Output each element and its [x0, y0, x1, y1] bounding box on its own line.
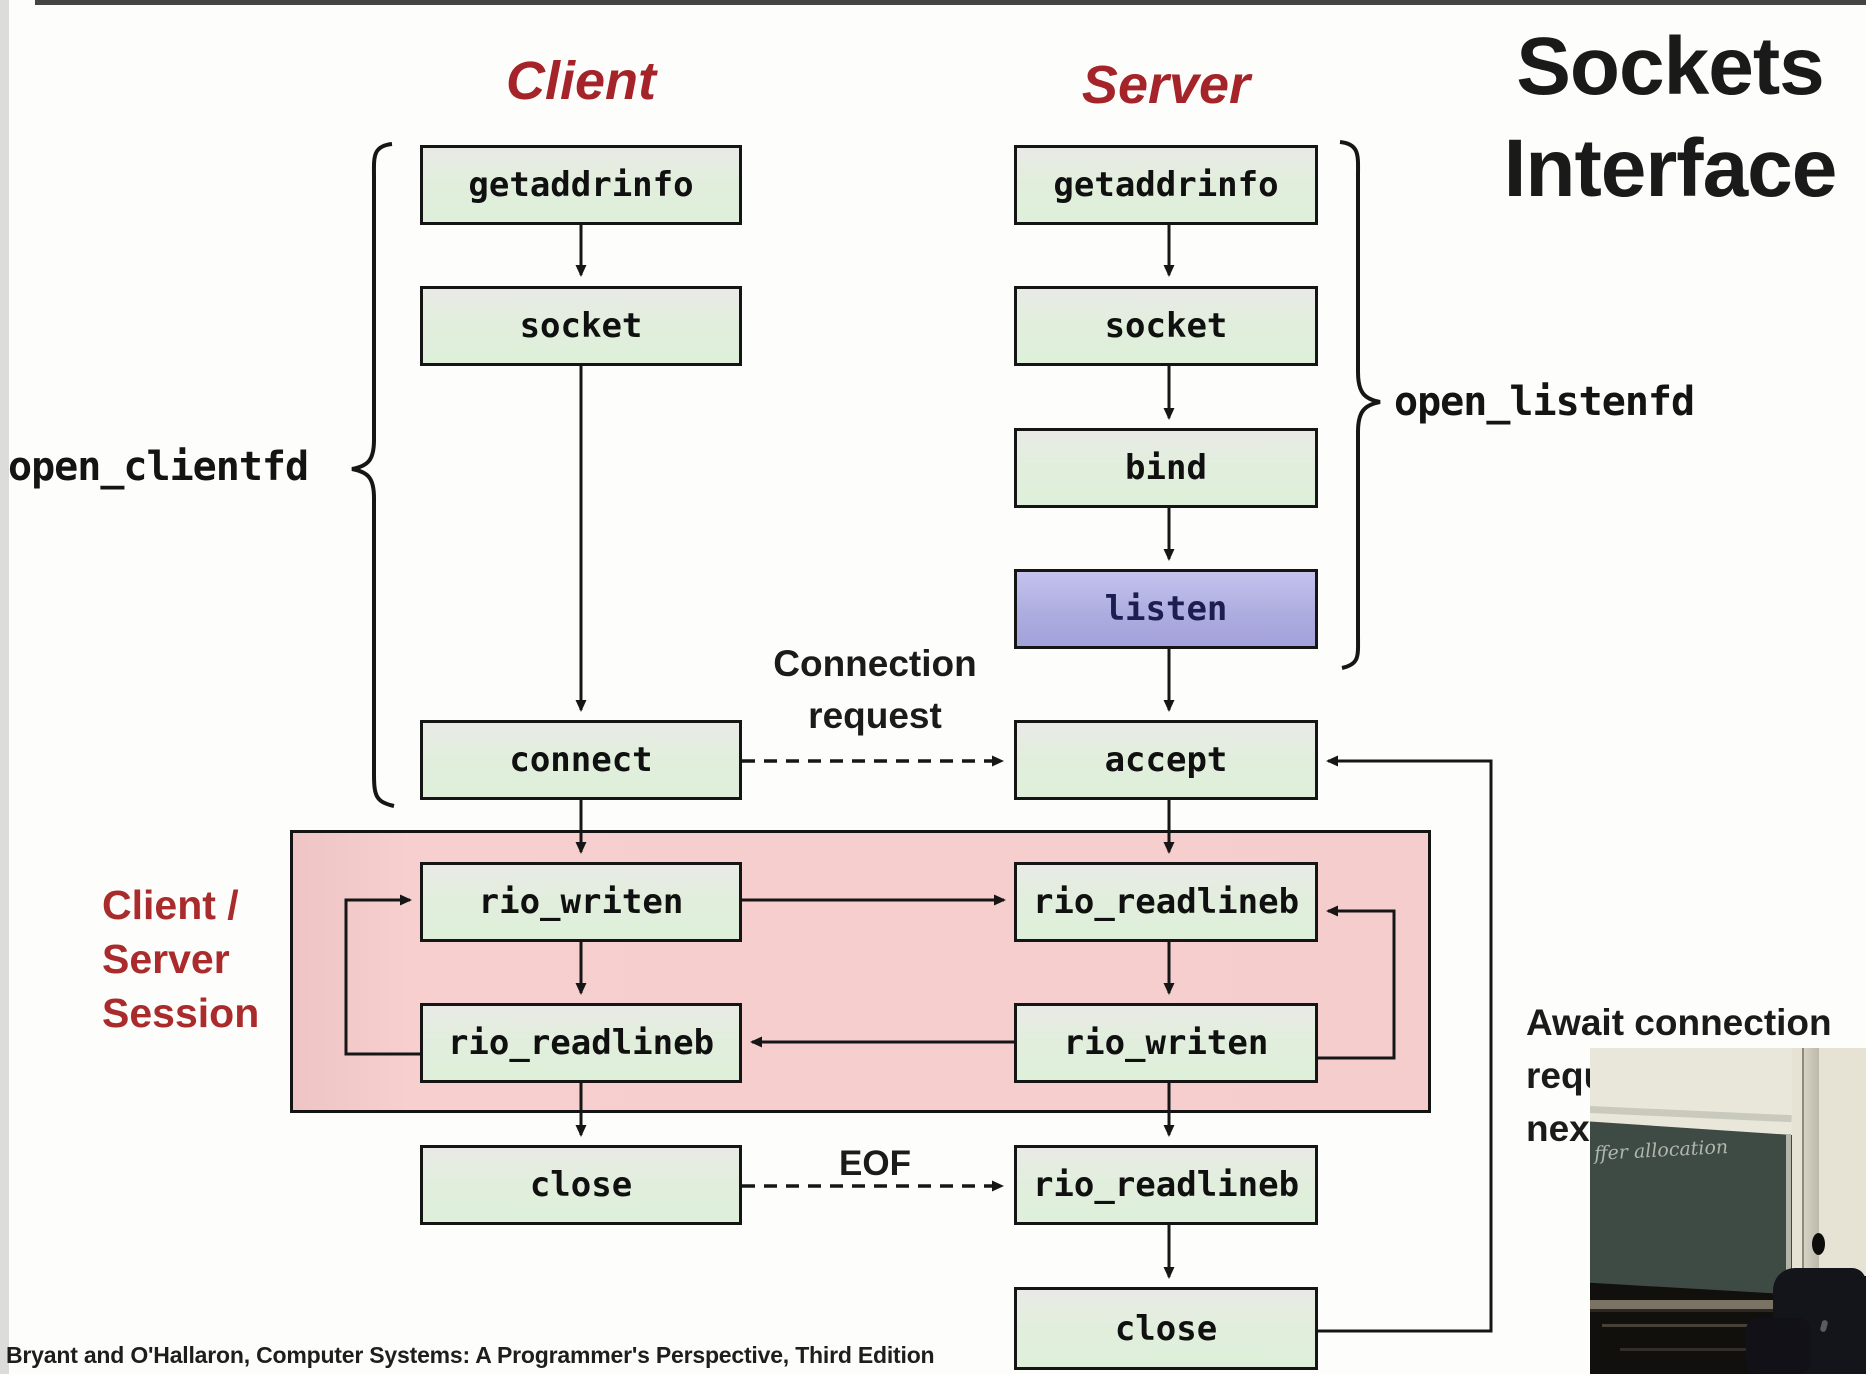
chalk-tray-shadow — [1590, 1309, 1798, 1314]
wall-pipe — [1802, 1048, 1819, 1276]
session-label-line-1: Client / — [102, 882, 239, 928]
connection-request-line-2: request — [808, 695, 942, 736]
flow-box-server-rio-readlineb-2: rio_readlineb — [1014, 1145, 1318, 1225]
top-border-line — [35, 0, 1866, 5]
chalk-tray — [1590, 1300, 1798, 1309]
client-column-header: Client — [505, 51, 656, 111]
flow-box-server-accept: accept — [1014, 720, 1318, 800]
left-edge-strip — [0, 0, 9, 1374]
open-listenfd-brace — [1339, 140, 1381, 670]
flow-box-server-rio-writen: rio_writen — [1014, 1003, 1318, 1083]
flow-box-server-socket: socket — [1014, 286, 1318, 366]
open-listenfd-label: open_listenfd — [1394, 379, 1695, 425]
client-server-session-label: Client / Server Session — [102, 878, 259, 1040]
eof-note: EOF — [839, 1144, 911, 1183]
session-label-line-3: Session — [102, 990, 260, 1036]
flow-box-server-listen: listen — [1014, 569, 1318, 649]
flow-box-client-connect: connect — [420, 720, 742, 800]
chalkboard-frame-right — [1786, 1134, 1791, 1294]
desk-highlight-streak — [1602, 1324, 1782, 1327]
desk-highlight-streak — [1620, 1348, 1770, 1351]
flow-box-server-close: close — [1014, 1287, 1318, 1370]
chalkboard — [1590, 1121, 1792, 1295]
chair-seat — [1746, 1318, 1810, 1374]
wall-knob — [1812, 1233, 1825, 1255]
session-label-line-2: Server — [102, 936, 230, 982]
await-note-line-3: nex — [1526, 1108, 1590, 1149]
slide-title-line-1: Sockets — [1516, 21, 1825, 112]
await-connection-note: Await connection requ nex — [1526, 996, 1832, 1155]
flow-box-client-socket: socket — [420, 286, 742, 366]
flow-box-client-close: close — [420, 1145, 742, 1225]
footer-attribution: Bryant and O'Hallaron, Computer Systems:… — [6, 1342, 935, 1368]
flow-box-client-getaddrinfo: getaddrinfo — [420, 145, 742, 225]
flow-box-server-bind: bind — [1014, 428, 1318, 508]
server-column-header: Server — [1081, 55, 1251, 115]
open-clientfd-brace — [351, 142, 395, 808]
webcam-video-overlay: ffer allocation — [1590, 1048, 1866, 1374]
flow-box-client-rio-readlineb: rio_readlineb — [420, 1003, 742, 1083]
await-note-line-1: Await connection — [1526, 1002, 1832, 1043]
flow-box-client-rio-writen: rio_writen — [420, 862, 742, 942]
connection-request-line-1: Connection — [773, 643, 977, 684]
flow-box-server-getaddrinfo: getaddrinfo — [1014, 145, 1318, 225]
slide-title-line-2: Interface — [1503, 123, 1838, 214]
open-clientfd-label: open_clientfd — [8, 444, 309, 490]
slide-title: Sockets Interface — [1476, 16, 1864, 220]
connection-request-note: Connection request — [740, 638, 1010, 742]
flow-box-server-rio-readlineb-1: rio_readlineb — [1014, 862, 1318, 942]
